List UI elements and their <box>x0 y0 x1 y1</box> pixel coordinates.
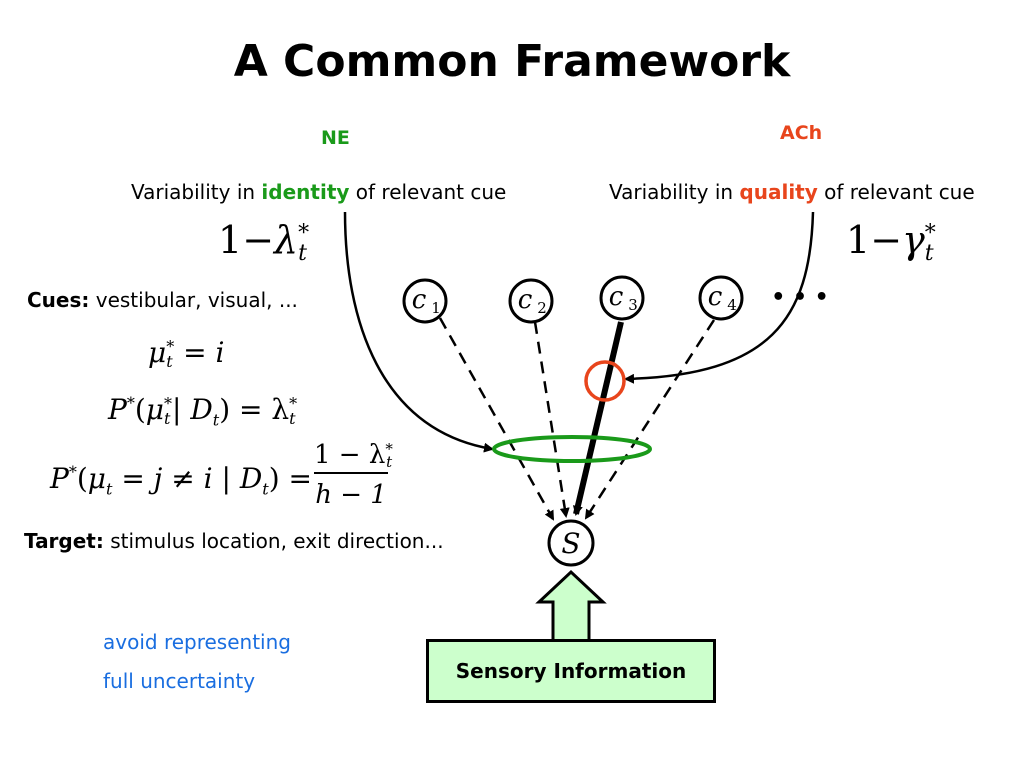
eq3-denominator: h − 1 <box>314 474 388 510</box>
identity-keyword: identity <box>261 180 350 204</box>
gamma-minus: − <box>870 218 903 262</box>
target-line: Target: stimulus location, exit directio… <box>24 529 444 553</box>
cue-node-c1 <box>402 278 448 324</box>
c1-letter: c <box>412 285 427 315</box>
eq3-p: P <box>50 462 69 495</box>
sensory-information-box: Sensory Information <box>426 639 716 703</box>
eq1-sup: * <box>166 337 175 357</box>
ach-label: ACh <box>780 122 823 144</box>
eq3-num-sup: * <box>385 439 393 458</box>
eq3-mu-sub: t <box>105 479 113 499</box>
target-node-s <box>547 519 595 567</box>
eq2-bar: | D <box>171 393 213 426</box>
c1-to-s-line <box>438 317 555 521</box>
ne-arrow <box>343 211 494 453</box>
lambda-minus: − <box>242 218 275 262</box>
eq2-p: P <box>108 393 127 426</box>
eq1-sub: t <box>166 351 173 371</box>
ne-ellipse <box>492 435 652 463</box>
c2-sub: 2 <box>537 299 547 317</box>
gamma-one: 1 <box>846 218 871 262</box>
gamma-symbol: γ <box>902 218 925 262</box>
quality-keyword: quality <box>739 180 818 204</box>
eq2-l-sup: * <box>289 394 298 414</box>
target-label: Target: <box>24 529 104 553</box>
gamma-expression: 1−γ*t <box>846 218 936 266</box>
note-line-1: avoid representing <box>103 630 291 654</box>
cue-node-c4 <box>698 275 744 321</box>
lambda-sub: t <box>298 240 307 266</box>
c1-sub: 1 <box>431 299 441 317</box>
identity-suffix: of relevant cue <box>349 180 507 204</box>
eq3-d-sub: t <box>262 479 269 499</box>
cue-node-c2 <box>508 278 554 324</box>
s-letter: S <box>561 527 580 560</box>
gamma-sub: t <box>924 240 934 266</box>
c3-to-s-line <box>572 321 624 516</box>
eq2-open: ( <box>134 393 146 426</box>
quality-variability-text: Variability in quality of relevant cue <box>609 180 975 204</box>
more-cues-ellipsis: • • • <box>771 285 829 310</box>
eq3-mid: = j ≠ i | D <box>112 462 263 495</box>
eq3-mu: μ <box>87 462 106 495</box>
eq3-fraction: 1 − λ*t h − 1 <box>314 440 393 510</box>
cue-node-c3 <box>599 275 645 321</box>
cues-label: Cues: <box>27 288 90 312</box>
eq2-mu: μ <box>145 393 164 426</box>
c3-letter: c <box>609 282 624 312</box>
quality-suffix: of relevant cue <box>817 180 975 204</box>
c4-to-s-line <box>584 319 716 520</box>
c4-letter: c <box>708 282 723 312</box>
ach-circle <box>584 360 626 402</box>
eq2-mu-sub: t <box>163 408 171 428</box>
eq3-num-sub: t <box>386 453 393 471</box>
gamma-sup: * <box>924 220 936 246</box>
eq3-numerator: 1 − λ*t <box>314 440 393 474</box>
lambda-symbol: λ <box>274 218 299 262</box>
eq2-d-sub: t <box>212 410 220 430</box>
identity-variability-text: Variability in identity of relevant cue <box>131 180 506 204</box>
c2-letter: c <box>518 285 533 315</box>
eq3-num-prefix: 1 − λ <box>314 440 386 470</box>
note-line-2: full uncertainty <box>103 669 256 693</box>
c4-sub: 4 <box>727 296 737 314</box>
equation-posterior-other: P*(μt = j ≠ i | Dt) = <box>50 462 312 499</box>
eq2-close: ) = λ <box>219 393 290 426</box>
eq2-l-sub: t <box>289 408 296 428</box>
eq3-close: ) = <box>268 462 312 495</box>
eq1-rhs: = i <box>183 336 225 369</box>
identity-prefix: Variability in <box>131 180 262 204</box>
lambda-sup: * <box>298 220 310 246</box>
eq3-den: h − 1 <box>315 480 387 510</box>
cues-line: Cues: vestibular, visual, ... <box>27 288 298 312</box>
c3-sub: 3 <box>628 296 638 314</box>
eq3-sup: * <box>68 462 77 482</box>
target-text: stimulus location, exit direction... <box>103 529 444 553</box>
eq2-mu-sup: * <box>163 394 172 414</box>
quality-prefix: Variability in <box>609 180 740 204</box>
cues-text: vestibular, visual, ... <box>89 288 298 312</box>
equation-posterior-correct: P*(μ*t| Dt) = λ*t <box>108 393 297 430</box>
ach-arrow <box>624 211 815 384</box>
eq2-sup: * <box>126 393 135 413</box>
sensory-up-arrow <box>535 569 607 639</box>
equation-mu-equals-i: μ*t = i <box>148 336 224 369</box>
eq3-open: ( <box>76 462 88 495</box>
ne-label: NE <box>321 127 350 149</box>
c2-to-s-line <box>533 321 570 518</box>
eq1-mu: μ <box>148 336 167 369</box>
page-title: A Common Framework <box>233 36 791 87</box>
lambda-one: 1 <box>218 218 243 262</box>
lambda-expression: 1−λ*t <box>218 218 310 266</box>
